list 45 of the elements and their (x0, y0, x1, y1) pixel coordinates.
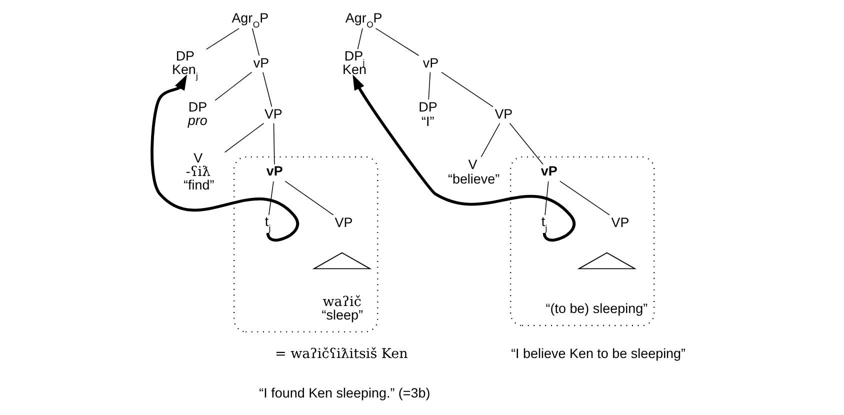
node-text: DP pro (187, 99, 207, 128)
connector (205, 28, 239, 50)
node-text: t$_{j}$ (540, 214, 547, 233)
node-text: DP Ken$_{j}$ (171, 48, 198, 81)
node-text: Agr$_{O}$P (344, 10, 382, 30)
node-text: t$_{j}$ (264, 214, 270, 233)
label: “I found Ken sleeping.” (=3b) (258, 385, 430, 400)
cluster (233, 156, 378, 332)
node-text: vP (252, 56, 269, 71)
connector (251, 28, 260, 56)
connector (284, 180, 334, 216)
node-text: VP (494, 106, 512, 122)
connector (428, 72, 430, 100)
node-text: DP$_{j}$ Ken (342, 48, 366, 77)
node-text: Agr$_{O}$P (231, 10, 268, 30)
node-text: V “believe” (447, 157, 500, 187)
label: = waʔičʕiƛitsiš Ken (274, 346, 408, 362)
node-text: vP (540, 163, 557, 178)
node-text: vP (422, 56, 438, 71)
node-text: waʔič “sleep” (321, 294, 362, 322)
node-triangle (312, 252, 372, 270)
connector (508, 122, 543, 165)
arrow (150, 74, 298, 242)
connector (440, 72, 493, 108)
label: “I believe Ken to be sleeping” (510, 346, 686, 361)
connector (480, 122, 500, 158)
connector (224, 122, 264, 153)
connector (559, 180, 610, 216)
connector (356, 28, 362, 50)
node-text: DP “I” (418, 99, 437, 129)
cluster (510, 156, 654, 326)
connector (374, 28, 419, 56)
connector (262, 72, 272, 108)
node-triangle (576, 252, 636, 270)
connector (268, 181, 274, 216)
connector (544, 181, 548, 216)
node-text: VP (264, 106, 282, 122)
node-text: V -ʕiƛ “find” (183, 150, 214, 192)
node-text: VP (334, 214, 352, 230)
connector (214, 72, 252, 101)
node-text: vP (266, 163, 282, 178)
connector (272, 122, 274, 165)
node-text: VP (610, 214, 629, 230)
node-text: “(to be) sleeping” (545, 301, 648, 316)
arrow (352, 74, 575, 242)
